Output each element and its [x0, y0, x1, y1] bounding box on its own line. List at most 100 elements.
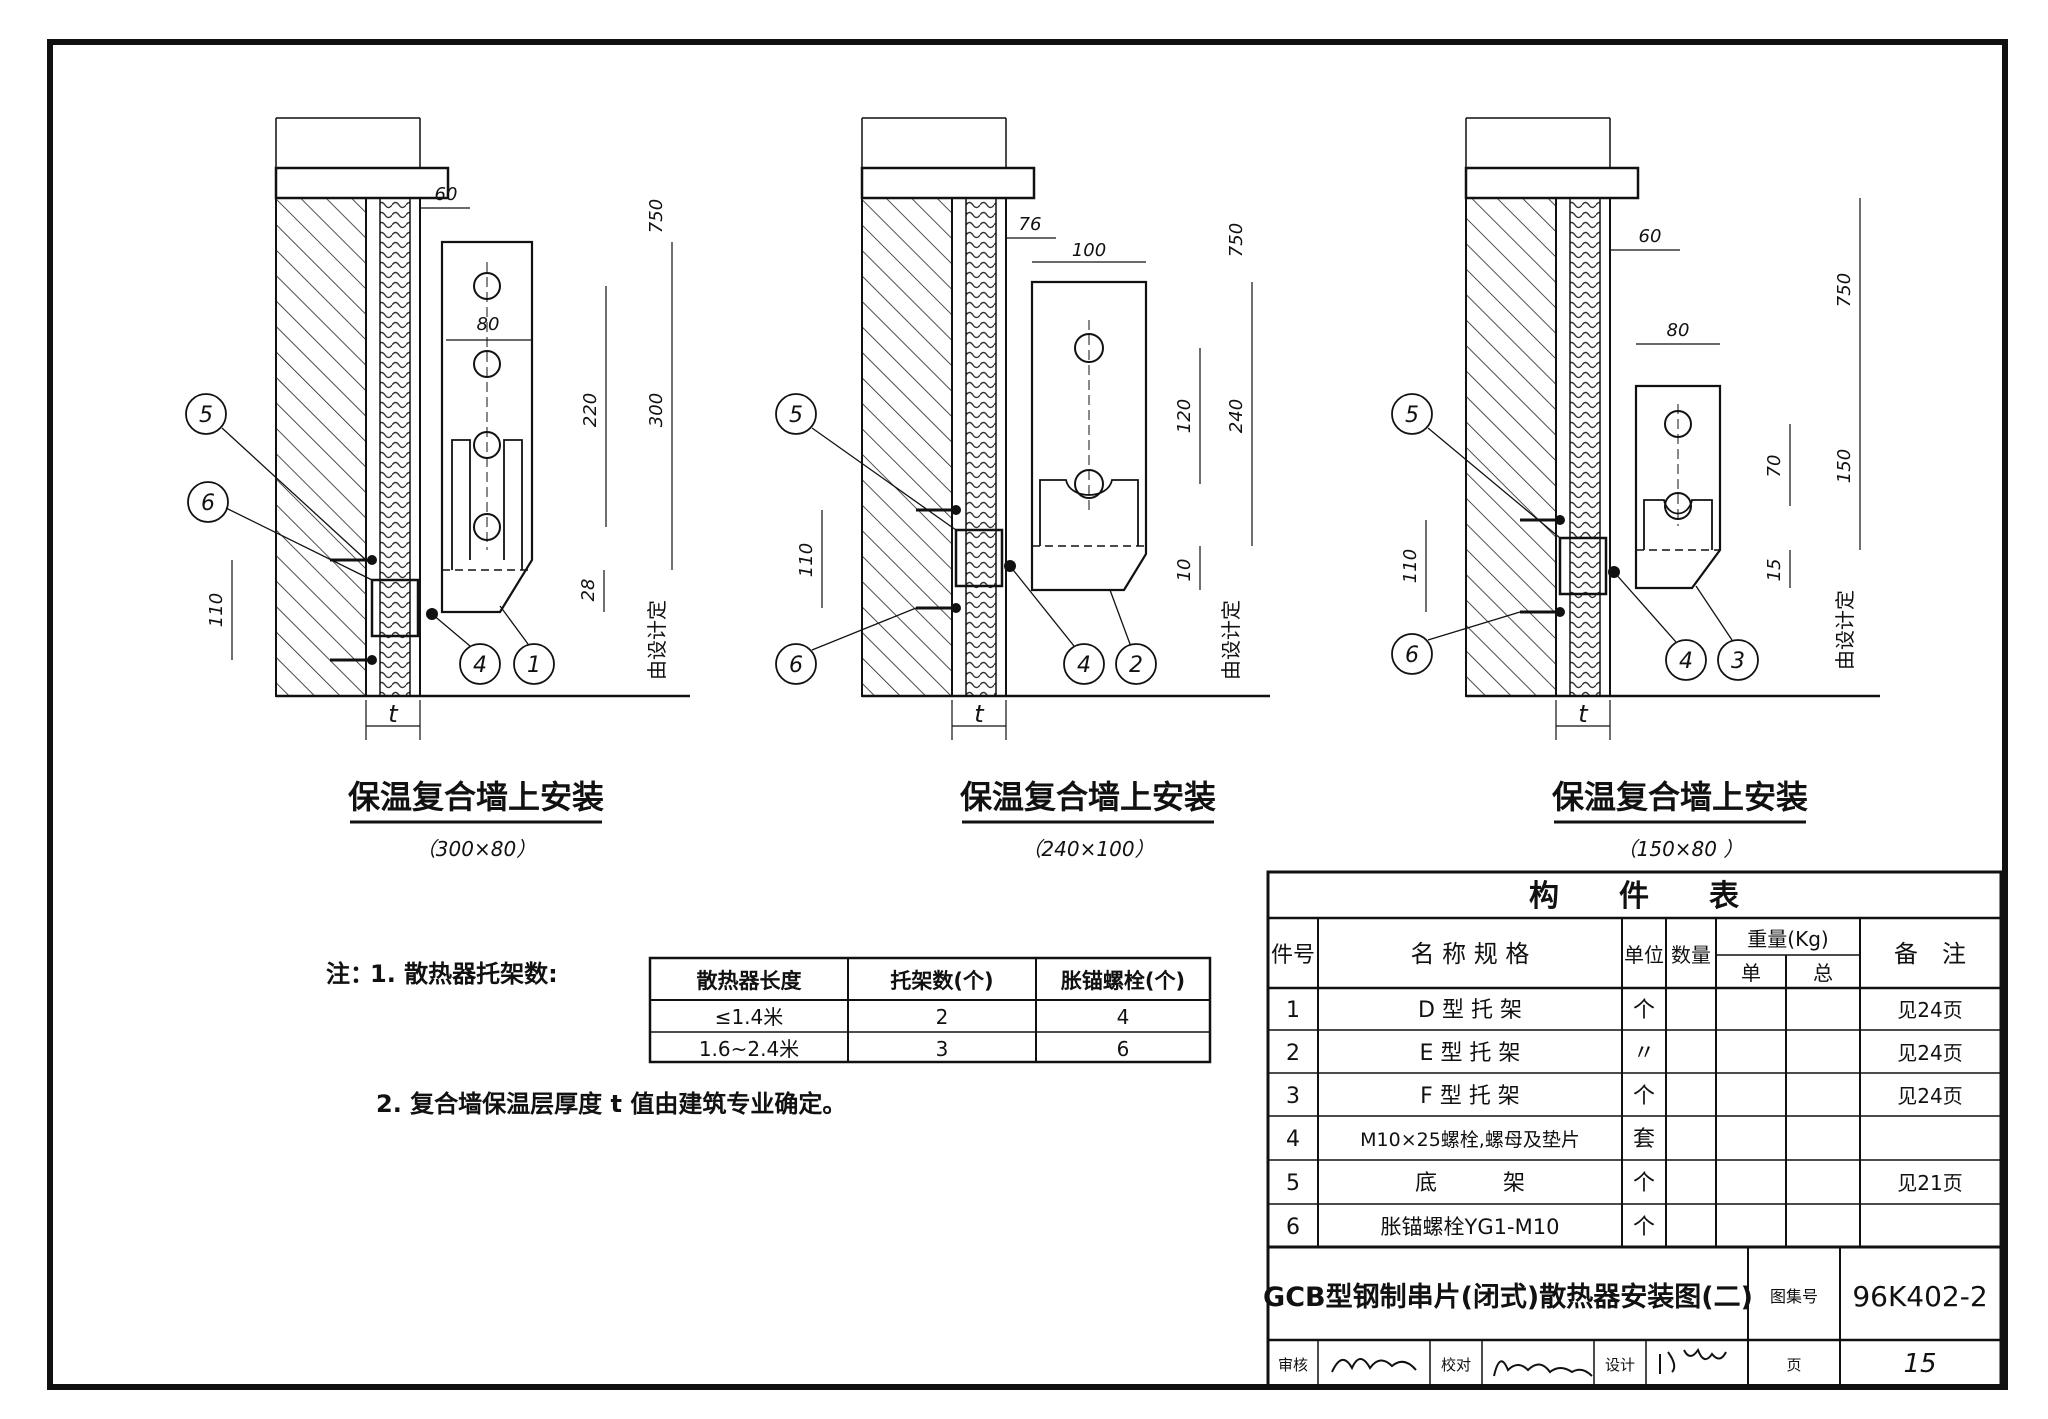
part-name: F 型 托 架 [1420, 1084, 1520, 1109]
review-label: 审核 [1278, 1356, 1308, 1374]
table-cell: 1.6~2.4米 [699, 1037, 799, 1061]
view-title: 保温复合墙上安装 [1552, 778, 1808, 816]
part-no: 3 [1286, 1084, 1300, 1109]
view-subtitle: （150×80 ） [1617, 837, 1744, 861]
dim-label: 300 [646, 393, 667, 427]
dim-label: 220 [580, 393, 601, 427]
dim-label: 60 [435, 184, 458, 205]
radiator-bracket [1634, 384, 1722, 590]
insulation-layer [379, 197, 411, 697]
header-remark: 备 注 [1894, 940, 1966, 968]
signature-design [1659, 1347, 1727, 1374]
t-label: t [974, 700, 985, 728]
title-block: GCB型钢制串片(闭式)散热器安装图(二) 图集号 96K402-2 审核 校对… [1263, 1245, 2003, 1389]
design-label: 设计 [1605, 1356, 1635, 1374]
window-sill [1464, 166, 1640, 200]
notes-section: 注： 1. 散热器托架数: 2. 复合墙保温层厚度 t 值由建筑专业确定。 散热… [326, 956, 1212, 1118]
callout-5: 5 [1405, 403, 1419, 428]
dim-label: 60 [1639, 226, 1662, 247]
callout-5: 5 [199, 403, 213, 428]
insulation-layer [965, 197, 997, 697]
header-unit: 单位 [1624, 943, 1664, 967]
callout-6: 6 [201, 491, 215, 516]
page-label: 页 [1786, 1356, 1801, 1374]
part-unit: 〃 [1633, 1041, 1655, 1066]
base-frame [1558, 536, 1608, 596]
part-name: E 型 托 架 [1420, 1041, 1521, 1066]
part-no: 6 [1286, 1215, 1300, 1240]
part-remark: 见24页 [1897, 998, 1962, 1022]
t-label: t [1578, 700, 1589, 728]
header-no: 件号 [1271, 943, 1315, 968]
window-sill [274, 166, 450, 200]
dim-label: 750 [1834, 273, 1855, 307]
callout-part: 1 [527, 653, 541, 678]
radiator-bracket [440, 240, 534, 614]
atlas-label: 图集号 [1770, 1287, 1818, 1306]
note-2: 2. 复合墙保温层厚度 t 值由建筑专业确定。 [376, 1090, 846, 1118]
callout-4: 4 [1679, 649, 1693, 674]
view-subtitle: （300×80） [416, 837, 536, 861]
dim-label: 150 [1834, 449, 1855, 483]
table-cell: 4 [1117, 1005, 1130, 1029]
brick-wall [275, 197, 367, 697]
dim-label: 10 [1174, 559, 1195, 582]
view-title: 保温复合墙上安装 [960, 778, 1216, 816]
table-cell: 6 [1117, 1037, 1130, 1061]
dim-label: 110 [206, 593, 227, 627]
page-number: 15 [1903, 1349, 1936, 1379]
table-header: 散热器长度 [697, 969, 802, 993]
callout-6: 6 [789, 653, 803, 678]
atlas-number: 96K402-2 [1852, 1280, 1987, 1313]
table-cell: 2 [936, 1005, 949, 1029]
dim-label: 110 [796, 543, 817, 577]
callout-part: 2 [1129, 653, 1143, 678]
dim-label: 120 [1174, 399, 1195, 433]
window-sill [860, 166, 1036, 200]
dim-label: 750 [646, 199, 667, 233]
brick-wall [1465, 197, 1557, 697]
part-no: 2 [1286, 1041, 1300, 1066]
part-no: 4 [1286, 1127, 1300, 1152]
installation-view-3: 60 80 70 150 750 15 110 由设计定 t 5 6 4 3 保… [1391, 117, 1880, 861]
header-qty: 数量 [1671, 943, 1711, 967]
insulation-layer [1569, 197, 1601, 697]
callout-6: 6 [1405, 643, 1419, 668]
dim-label: 15 [1764, 559, 1785, 582]
table-cell: ≤1.4米 [715, 1005, 784, 1029]
table-header: 胀锚螺栓(个) [1061, 969, 1185, 993]
dim-label: 76 [1019, 214, 1042, 235]
part-no: 1 [1286, 998, 1300, 1023]
check-label: 校对 [1441, 1356, 1471, 1374]
callout-5: 5 [789, 403, 803, 428]
header-weight: 重量(Kg) [1747, 927, 1828, 951]
installation-view-2: 76 100 120 240 750 10 110 由设计定 t 5 6 4 2… [775, 117, 1270, 861]
header-unit-weight: 单 [1741, 961, 1761, 985]
part-name: 底 架 [1415, 1171, 1525, 1196]
dim-label: 100 [1072, 240, 1106, 261]
part-remark: 见24页 [1897, 1041, 1962, 1065]
part-unit: 个 [1633, 998, 1655, 1023]
parts-table-title: 构 件 表 [1529, 879, 1739, 914]
dim-label: 80 [477, 314, 500, 335]
drawing-title: GCB型钢制串片(闭式)散热器安装图(二) [1263, 1282, 1753, 1313]
base-frame [954, 528, 1004, 588]
part-unit: 个 [1633, 1171, 1655, 1196]
notes-prefix: 注： [326, 960, 374, 988]
installation-view-1: 60 80 220 300 750 28 110 由设计定 t 5 6 4 1 … [185, 117, 690, 861]
header-name: 名 称 规 格 [1411, 940, 1530, 968]
callout-4: 4 [1077, 653, 1091, 678]
part-unit: 套 [1633, 1127, 1655, 1152]
view-title: 保温复合墙上安装 [348, 778, 604, 816]
site-note: 由设计定 [645, 600, 669, 680]
dim-label: 110 [1400, 549, 1421, 583]
callout-4: 4 [473, 653, 487, 678]
table-cell: 3 [936, 1037, 949, 1061]
part-unit: 个 [1633, 1084, 1655, 1109]
brick-wall [861, 197, 953, 697]
dim-label: 750 [1226, 223, 1247, 257]
sheet-border [47, 39, 2008, 1390]
signature-review [1331, 1358, 1417, 1373]
radiator-bracket [1030, 280, 1148, 592]
